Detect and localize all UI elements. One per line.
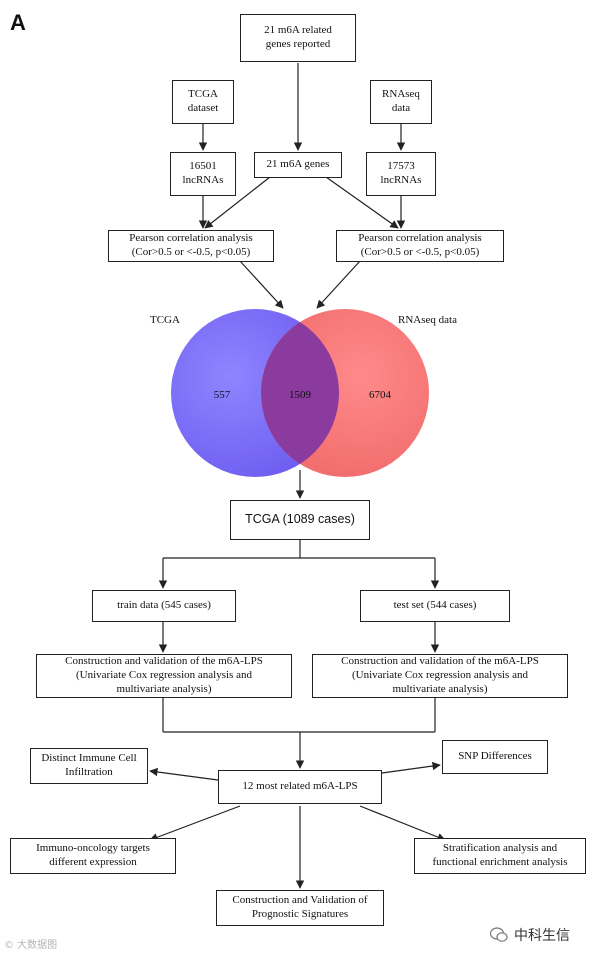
arrow-pearson-left-to-venn — [239, 260, 284, 309]
venn-right-label: RNAseq data — [398, 314, 457, 326]
prognostic-box: Construction and Validation of Prognosti… — [216, 890, 384, 926]
arrow-to-snp — [381, 761, 441, 774]
arrow-m6a-to-pearson-right — [325, 176, 399, 229]
venn-right-count: 6704 — [369, 389, 392, 401]
stratification-box: Stratification analysis and functional e… — [414, 838, 586, 874]
immune-infiltration-box: Distinct Immune Cell Infiltration — [30, 748, 148, 784]
arrow-m6a-to-pearson-left — [204, 176, 271, 229]
wechat-icon — [490, 927, 508, 942]
test-set-box: test set (544 cases) — [360, 590, 510, 622]
pearson-left-box: Pearson correlation analysis (Cor>0.5 or… — [108, 230, 274, 262]
lnc-tcga-box: 16501 lncRNAs — [170, 152, 236, 196]
snp-differences-box: SNP Differences — [442, 740, 548, 774]
lnc-rnaseq-box: 17573 lncRNAs — [366, 152, 436, 196]
construction-right-box: Construction and validation of the m6A-L… — [312, 654, 568, 698]
watermark-left: © 大数据图 — [4, 940, 58, 951]
arrow-to-immuno — [149, 805, 241, 842]
immuno-oncology-box: Immuno-oncology targets different expres… — [10, 838, 176, 874]
venn-overlap-count: 1509 — [289, 389, 312, 401]
venn-overlap — [261, 309, 339, 477]
m6a-genes-box: 21 m6A genes — [254, 152, 342, 178]
pearson-right-box: Pearson correlation analysis (Cor>0.5 or… — [336, 230, 504, 262]
watermark-right-text: 中科生信 — [514, 928, 570, 944]
genes-reported-box: 21 m6A related genes reported — [240, 14, 356, 62]
most-related-box: 12 most related m6A-LPS — [218, 770, 382, 804]
arrow-to-immune — [149, 767, 219, 781]
venn-diagram: 557 1509 6704 — [171, 309, 429, 477]
watermark-right: 中科生信 — [490, 925, 570, 945]
tcga-dataset-box: TCGA dataset — [172, 80, 234, 124]
venn-left-count: 557 — [214, 389, 231, 401]
construction-left-box: Construction and validation of the m6A-L… — [36, 654, 292, 698]
rnaseq-data-box: RNAseq data — [370, 80, 432, 124]
panel-label: A — [10, 10, 26, 35]
arrow-pearson-right-to-venn — [316, 260, 361, 309]
arrow-to-stratification — [359, 805, 446, 842]
train-data-box: train data (545 cases) — [92, 590, 236, 622]
tcga-cases-box: TCGA (1089 cases) — [230, 500, 370, 540]
venn-left-label: TCGA — [150, 314, 180, 326]
